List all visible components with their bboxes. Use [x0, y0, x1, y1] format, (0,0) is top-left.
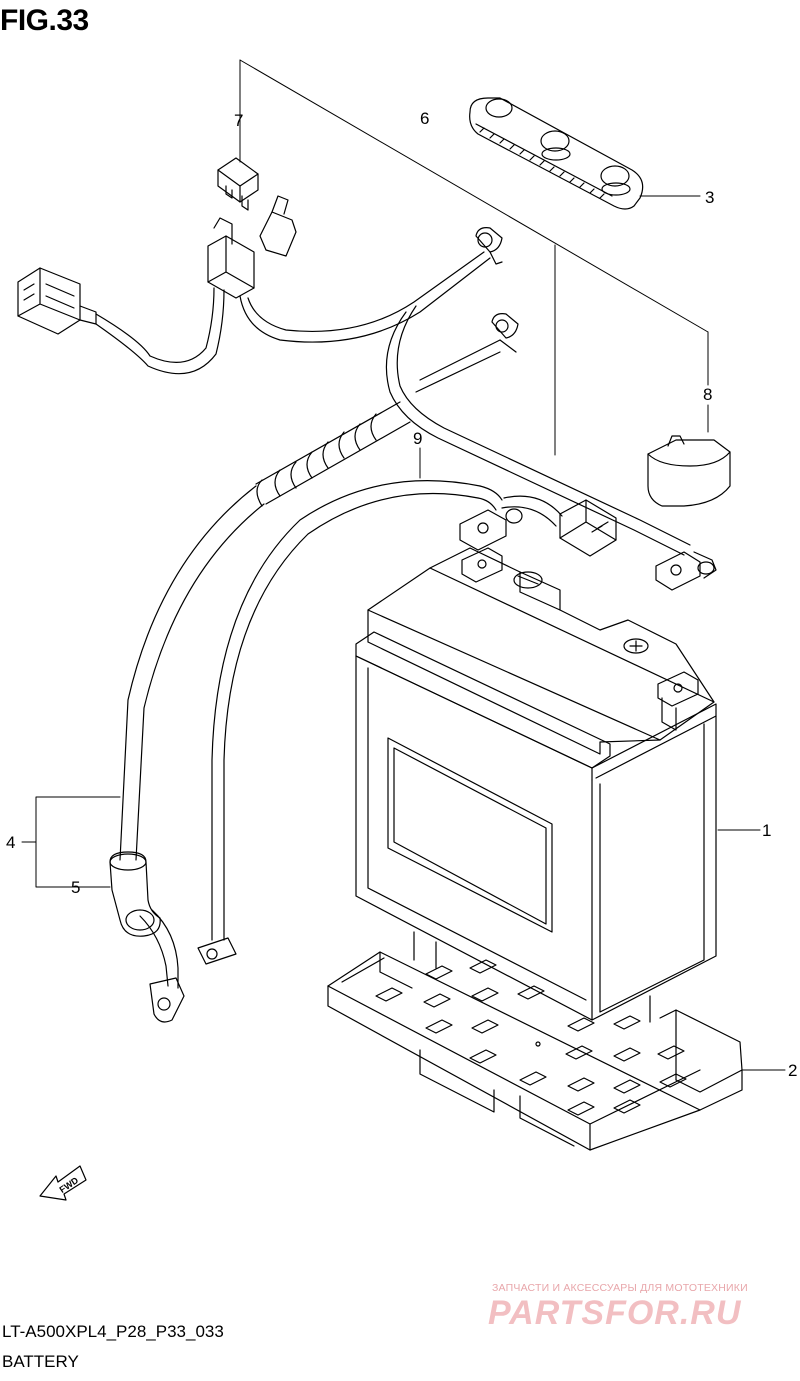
battery-band-icon — [469, 97, 644, 210]
terminal-cap-icon — [647, 435, 731, 507]
watermark-tagline: ЗАПЧАСТИ И АКСЕССУАРЫ ДЛЯ МОТОТЕХНИКИ — [492, 1282, 748, 1294]
callout-2: 2 — [788, 1061, 797, 1080]
ground-cable-icon — [119, 485, 265, 1023]
leader-lines — [21, 59, 786, 1071]
footer-code: LT-A500XPL4_P28_P33_033 — [2, 1322, 224, 1341]
callout-6: 6 — [420, 109, 429, 128]
callout-1: 1 — [762, 821, 771, 840]
callout-7: 7 — [234, 111, 243, 130]
fuse-icon — [217, 157, 259, 211]
watermark-brand: PARTSFOR.RU — [488, 1294, 742, 1332]
wiring-harness-icon — [17, 195, 717, 591]
tray-vent-slots — [375, 959, 687, 1116]
callout-4: 4 — [6, 833, 15, 852]
footer-name: BATTERY — [2, 1352, 79, 1371]
callout-3: 3 — [705, 188, 714, 207]
battery-tray-icon — [327, 931, 743, 1151]
battery-cable-icon — [197, 480, 617, 965]
terminal-cover-icon — [109, 851, 161, 937]
battery-icon — [355, 547, 717, 1021]
callout-labels: 7 6 3 8 9 1 2 4 5 — [6, 109, 797, 1080]
callout-5: 5 — [71, 878, 80, 897]
callout-8: 8 — [703, 385, 712, 404]
fwd-arrow-icon: FWD — [39, 1165, 87, 1201]
callout-9: 9 — [413, 429, 422, 448]
figure-title: FIG.33 — [0, 4, 89, 37]
